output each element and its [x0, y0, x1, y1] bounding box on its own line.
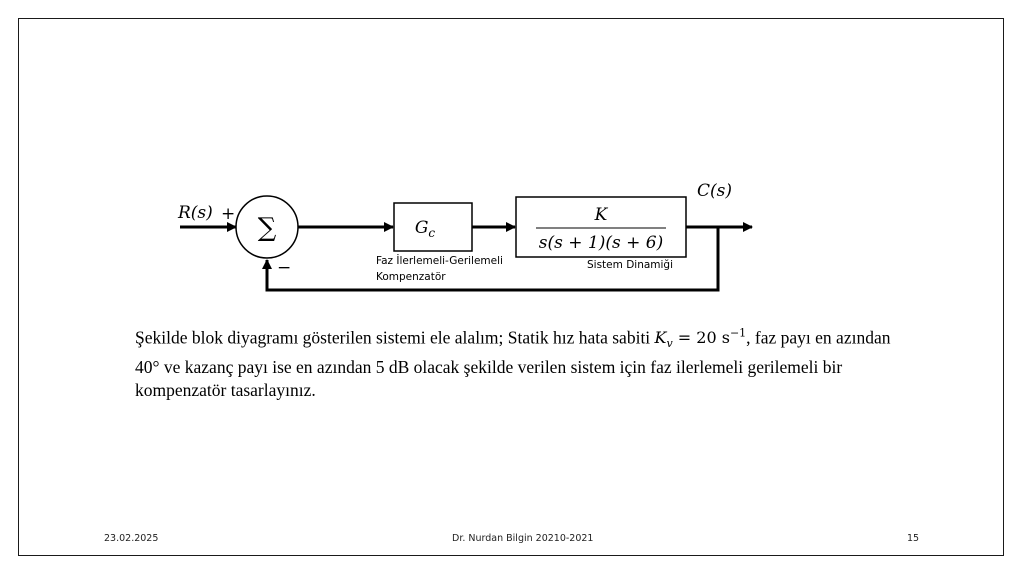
footer-author: Dr. Nurdan Bilgin 20210-2021: [452, 533, 594, 544]
plant-denominator: s(s + 1)(s + 6): [539, 233, 663, 253]
controller-label: Gc: [415, 218, 436, 240]
compensator-caption-line2: Kompenzatör: [376, 271, 446, 283]
footer-page-number: 15: [907, 533, 920, 544]
output-label: C(s): [697, 181, 732, 201]
plant-caption: Sistem Dinamiği: [587, 259, 673, 271]
compensator-caption-line1: Faz İlerlemeli-Gerilemeli: [376, 254, 503, 267]
footer-date: 23.02.2025: [104, 533, 159, 544]
feedback-path: [262, 227, 720, 292]
kv-value: = 20 s−1: [672, 327, 747, 348]
minus-sign: −: [277, 258, 291, 278]
kv-symbol: Kv: [654, 328, 673, 351]
plus-sign: +: [221, 204, 235, 224]
input-label: R(s): [177, 203, 213, 223]
problem-statement: Şekilde blok diyagramı gösterilen sistem…: [135, 327, 891, 400]
summing-symbol: ∑: [258, 213, 277, 243]
slide-frame: [18, 18, 1004, 556]
controller-block: [393, 202, 473, 252]
plant-numerator: K: [594, 205, 609, 225]
